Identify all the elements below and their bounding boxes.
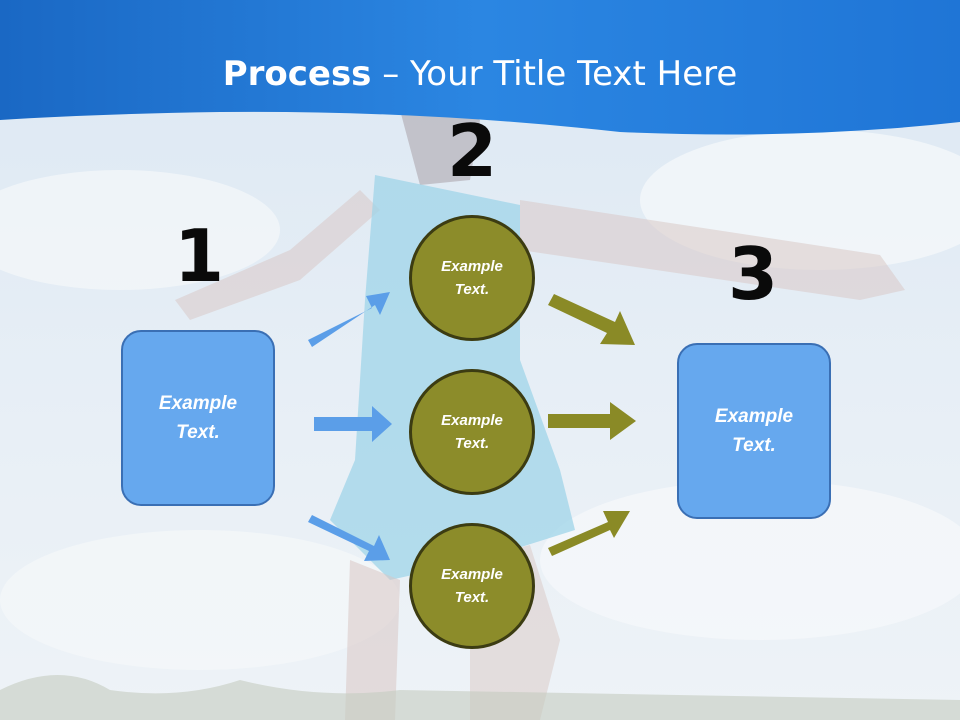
title-strong: Process — [222, 54, 372, 94]
left-box: Example Text. — [121, 330, 275, 506]
arrow-to-circle-middle — [314, 406, 392, 442]
circle-middle-text: Example Text. — [441, 412, 503, 452]
arrow-from-circle-middle — [548, 402, 636, 440]
page-title: Process – Your Title Text Here — [0, 52, 960, 96]
step-number-1: 1 — [173, 214, 225, 298]
circle-middle: Example Text. — [409, 369, 535, 495]
arrow-from-circle-bottom — [548, 511, 630, 556]
arrow-from-circle-top — [548, 294, 635, 345]
circle-bottom-text: Example Text. — [441, 566, 503, 606]
left-box-text: Example Text. — [158, 393, 238, 443]
title-rest: – Your Title Text Here — [371, 54, 738, 94]
step-number-2: 2 — [446, 109, 498, 193]
circle-top: Example Text. — [409, 215, 535, 341]
arrow-to-circle-top — [308, 292, 390, 347]
step-number-3: 3 — [727, 232, 779, 316]
right-box-text: Example Text. — [714, 406, 794, 456]
arrow-to-circle-bottom — [308, 515, 390, 561]
right-box: Example Text. — [677, 343, 831, 519]
circle-bottom: Example Text. — [409, 523, 535, 649]
circle-top-text: Example Text. — [441, 258, 503, 298]
